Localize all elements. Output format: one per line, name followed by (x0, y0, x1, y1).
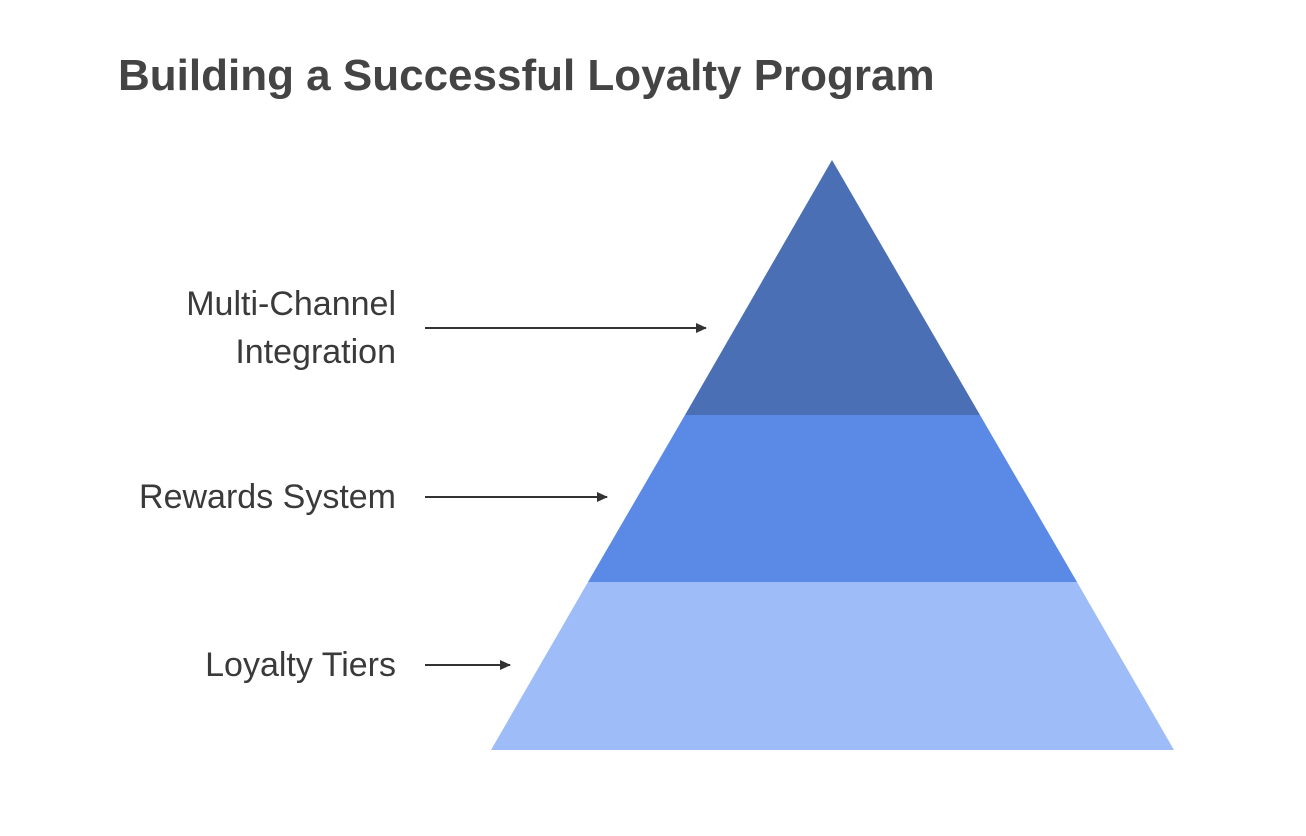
label-line: Integration (235, 333, 396, 371)
pyramid-layer-middle (588, 415, 1077, 582)
label-line: Rewards System (139, 478, 396, 516)
label-line: Multi-Channel (186, 285, 396, 323)
label-line: Loyalty Tiers (205, 646, 396, 684)
page-title: Building a Successful Loyalty Program (118, 51, 935, 100)
label-rewards-system: Rewards System (139, 473, 396, 521)
pyramid-layer-top (685, 160, 980, 415)
label-multi-channel-integration: Multi-Channel Integration (186, 280, 396, 376)
pyramid-layer-bottom (491, 582, 1174, 750)
label-loyalty-tiers: Loyalty Tiers (205, 641, 396, 689)
